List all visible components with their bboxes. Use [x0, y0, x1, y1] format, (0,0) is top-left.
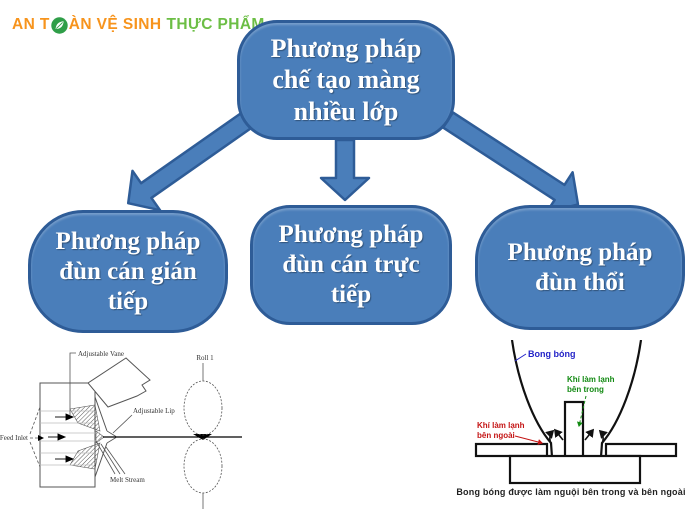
melt-wedge-tip	[95, 430, 105, 444]
adjustable-lip-label: Adjustable Lip	[133, 407, 175, 415]
leaf-in-circle-icon	[51, 16, 68, 34]
arrow-to-child-2	[319, 138, 371, 202]
melt-wedge-lower	[69, 442, 101, 470]
inner-cooling-label-line2: bên trong	[567, 385, 604, 394]
logo-text-right: THỰC PHẨM	[166, 16, 265, 33]
outer-cooling-label-line2: bên ngoài	[477, 431, 515, 440]
roll-2-shape	[183, 438, 223, 494]
air-ring-right	[604, 442, 678, 458]
roll-1-label: Roll 1	[196, 354, 214, 362]
inner-cooling-label-line1: Khí làm lạnh	[567, 375, 615, 384]
blown-film-caption: Bong bóng được làm nguội bên trong và bê…	[456, 487, 686, 497]
bubble-label: Bong bóng	[528, 349, 575, 359]
adjustable-vane-label: Adjustable Vane	[78, 350, 124, 358]
vane-actuator	[87, 357, 151, 408]
feed-inlet-label: Feed Inlet	[0, 434, 28, 442]
arrow-to-child-1	[126, 111, 254, 212]
feedblock-die-figure: Adjustable Vane Roll 1 Adjustable Lip Fe…	[0, 350, 242, 509]
flowchart-child-box-indirect-calendering: Phương pháp đùn cán gián tiếp	[28, 210, 228, 333]
melt-wedge-upper	[69, 404, 101, 432]
logo-text-mid: ÀN VỆ SINH	[68, 16, 162, 33]
roll-nip	[193, 434, 212, 440]
die-center-post	[563, 400, 585, 459]
air-ring-left	[474, 442, 549, 458]
outer-cooling-label-line1: Khí làm lạnh	[477, 421, 525, 430]
flowchart-root-box: Phương pháp chế tạo màng nhiều lớp	[237, 20, 455, 140]
roll-1-shape	[183, 380, 223, 436]
feedblock-body	[39, 382, 96, 488]
bubble-wall-right	[599, 340, 643, 458]
blown-film-figure: Bong bóng Khí làm lạnh bên trong Khí làm…	[474, 340, 678, 485]
flowchart-child-box-blown-extrusion: Phương pháp đùn thổi	[475, 205, 685, 330]
logo: AN T ÀN VỆ SINH THỰC PHẨM	[12, 16, 265, 34]
logo-text-left: AN T	[12, 16, 50, 33]
flowchart-child-box-direct-calendering: Phương pháp đùn cán trực tiếp	[250, 205, 452, 325]
die-body	[508, 454, 642, 485]
arrow-to-child-3	[441, 111, 580, 214]
melt-stream-label: Melt Stream	[110, 476, 145, 484]
